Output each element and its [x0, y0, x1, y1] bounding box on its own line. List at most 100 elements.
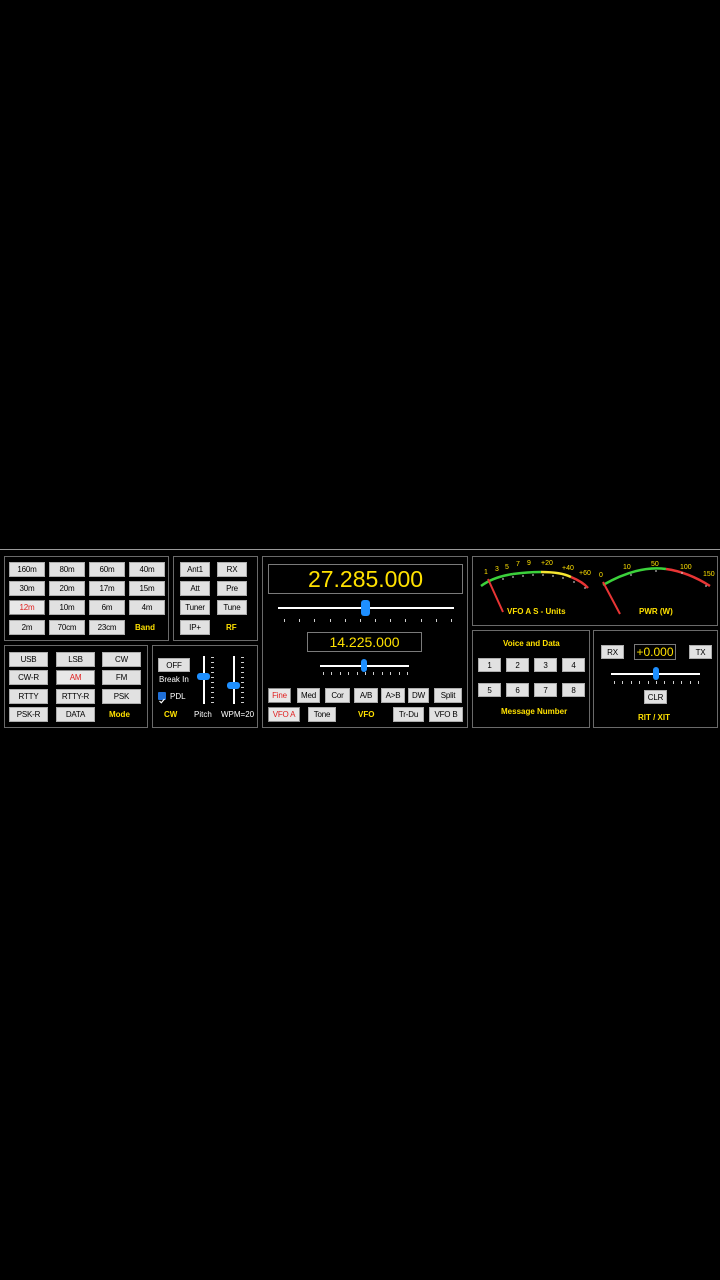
rit-xit-title: RIT / XIT — [638, 713, 670, 722]
wpm-ticks — [241, 657, 244, 703]
band-title: Band — [135, 623, 155, 632]
tune-button[interactable]: Tune — [217, 600, 247, 615]
message-4-button[interactable]: 4 — [562, 658, 585, 672]
tone-button[interactable]: Tone — [308, 707, 336, 722]
band-160m-button[interactable]: 160m — [9, 562, 45, 577]
mode-cw-button[interactable]: CW — [102, 652, 141, 667]
band-40m-button[interactable]: 40m — [129, 562, 165, 577]
rf-title: RF — [226, 623, 237, 632]
band-6m-button[interactable]: 6m — [89, 600, 125, 615]
band-4m-button[interactable]: 4m — [129, 600, 165, 615]
s-scale-9: 9 — [527, 560, 531, 567]
mode-fm-button[interactable]: FM — [102, 670, 141, 685]
s-scale-5: 5 — [505, 564, 509, 571]
cw-title: CW — [164, 710, 178, 719]
message-2-button[interactable]: 2 — [506, 658, 529, 672]
vfo-b-button[interactable]: VFO B — [429, 707, 463, 722]
pwr-scale-150: 150 — [703, 571, 715, 578]
band-60m-button[interactable]: 60m — [89, 562, 125, 577]
wpm-slider-track[interactable] — [233, 656, 235, 704]
a-to-b-button[interactable]: A>B — [381, 688, 405, 703]
band-17m-button[interactable]: 17m — [89, 581, 125, 596]
message-8-button[interactable]: 8 — [562, 683, 585, 697]
tr-du-button[interactable]: Tr-Du — [393, 707, 424, 722]
pitch-label: Pitch — [194, 710, 212, 719]
rx-antenna-button[interactable]: RX — [217, 562, 247, 577]
band-80m-button[interactable]: 80m — [49, 562, 85, 577]
ip-plus-button[interactable]: IP+ — [180, 620, 210, 635]
message-1-button[interactable]: 1 — [478, 658, 501, 672]
message-6-button[interactable]: 6 — [506, 683, 529, 697]
mode-lsb-button[interactable]: LSB — [56, 652, 95, 667]
dual-watch-button[interactable]: DW — [408, 688, 429, 703]
split-button[interactable]: Split — [434, 688, 462, 703]
sub-frequency-display[interactable]: 14.225.000 — [307, 632, 422, 652]
rit-tx-button[interactable]: TX — [689, 645, 712, 659]
band-15m-button[interactable]: 15m — [129, 581, 165, 596]
pwr-scale-50: 50 — [651, 561, 659, 568]
ant1-button[interactable]: Ant1 — [180, 562, 210, 577]
message-3-button[interactable]: 3 — [534, 658, 557, 672]
rit-offset-display[interactable]: +0.000 — [634, 644, 676, 660]
pdl-label: PDL — [170, 692, 186, 701]
main-frequency-display[interactable]: 27.285.000 — [268, 564, 463, 594]
pwr-meter-label: PWR (W) — [639, 607, 673, 616]
rf-panel: Ant1 RX Att Pre Tuner Tune IP+ RF — [173, 556, 258, 641]
att-button[interactable]: Att — [180, 581, 210, 596]
rit-ticks — [614, 681, 699, 684]
break-in-label: Break In — [159, 675, 189, 684]
band-12m-button[interactable]: 12m — [9, 600, 45, 615]
mode-rtty-r-button[interactable]: RTTY-R — [56, 689, 95, 704]
message-5-button[interactable]: 5 — [478, 683, 501, 697]
rit-xit-panel: RX +0.000 TX CLR RIT / XIT — [593, 630, 718, 728]
band-23cm-button[interactable]: 23cm — [89, 620, 125, 635]
mode-usb-button[interactable]: USB — [9, 652, 48, 667]
pitch-slider-thumb[interactable] — [197, 673, 210, 680]
pwr-scale-0: 0 — [599, 572, 603, 579]
a-swap-b-button[interactable]: A/B — [354, 688, 378, 703]
band-10m-button[interactable]: 10m — [49, 600, 85, 615]
mode-data-button[interactable]: DATA — [56, 707, 95, 722]
mode-psk-r-button[interactable]: PSK-R — [9, 707, 48, 722]
vfo-panel: 27.285.000 14.225.000 Fine Med Cor A/B A… — [262, 556, 468, 728]
cw-panel: OFF Break In PDL CW Pitch WPM=20 — [152, 645, 258, 728]
wpm-label: WPM=20 — [221, 710, 255, 719]
step-med-button[interactable]: Med — [297, 688, 320, 703]
band-70cm-button[interactable]: 70cm — [49, 620, 85, 635]
band-2m-button[interactable]: 2m — [9, 620, 45, 635]
wpm-slider-thumb[interactable] — [227, 682, 240, 689]
band-30m-button[interactable]: 30m — [9, 581, 45, 596]
rit-rx-button[interactable]: RX — [601, 645, 624, 659]
mode-cw-r-button[interactable]: CW-R — [9, 670, 48, 685]
s-scale-3: 3 — [495, 566, 499, 573]
band-20m-button[interactable]: 20m — [49, 581, 85, 596]
s-scale-7: 7 — [516, 561, 520, 568]
tuner-button[interactable]: Tuner — [180, 600, 210, 615]
step-fine-button[interactable]: Fine — [268, 688, 291, 703]
sub-tuning-ticks — [323, 672, 408, 675]
band-panel: 160m 80m 60m 40m 30m 20m 17m 15m 12m 10m… — [4, 556, 169, 641]
sub-tuning-slider-thumb[interactable] — [361, 659, 367, 672]
s-scale-plus60: +60 — [579, 570, 591, 577]
mode-am-button[interactable]: AM — [56, 670, 95, 685]
break-in-off-button[interactable]: OFF — [158, 658, 190, 672]
rit-slider-thumb[interactable] — [653, 667, 659, 680]
pwr-scale-100: 100 — [680, 564, 692, 571]
step-cor-button[interactable]: Cor — [325, 688, 350, 703]
s-meter-gauge — [480, 567, 711, 615]
pdl-checkbox[interactable] — [158, 692, 166, 704]
main-tuning-slider-thumb[interactable] — [361, 600, 370, 616]
checkmark-icon — [159, 698, 165, 704]
mode-psk-button[interactable]: PSK — [102, 689, 141, 704]
s-meter-label: VFO A S - Units — [507, 607, 566, 616]
message-7-button[interactable]: 7 — [534, 683, 557, 697]
message-number-label: Message Number — [501, 707, 568, 716]
rit-clear-button[interactable]: CLR — [644, 690, 667, 704]
s-scale-1: 1 — [484, 569, 488, 576]
s-scale-plus40: +40 — [562, 565, 574, 572]
vfo-a-button[interactable]: VFO A — [268, 707, 300, 722]
mode-rtty-button[interactable]: RTTY — [9, 689, 48, 704]
pitch-slider-track[interactable] — [203, 656, 205, 704]
pwr-scale-10: 10 — [623, 564, 631, 571]
pre-button[interactable]: Pre — [217, 581, 247, 596]
